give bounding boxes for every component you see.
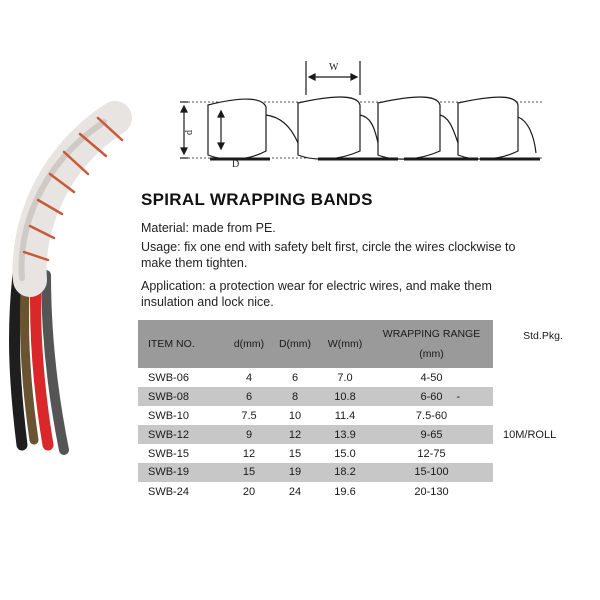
cell-inner-diameter: 6 bbox=[228, 387, 270, 406]
cell-inner-diameter: 7.5 bbox=[241, 409, 257, 422]
cell-wrapping-range: 12-75 bbox=[417, 447, 446, 460]
spec-table: ITEM NO. d(mm) D(mm) W(mm) WRAPPING RANG… bbox=[138, 320, 593, 501]
inner-diameter-label: d bbox=[184, 130, 195, 135]
cell-item: SWB-24 bbox=[148, 485, 189, 498]
header-wrapping-range: WRAPPING RANGE (mm) bbox=[370, 320, 493, 368]
page-title: SPIRAL WRAPPING BANDS bbox=[141, 190, 373, 209]
cell-item: SWB-08 bbox=[138, 387, 228, 406]
cell-width: 19.6 bbox=[334, 485, 356, 498]
table-header-row: ITEM NO. d(mm) D(mm) W(mm) WRAPPING RANG… bbox=[138, 320, 593, 368]
table-row: SWB-12 9 12 13.9 9-65 bbox=[138, 425, 593, 444]
wrapping-range-value: 6-60 bbox=[420, 390, 443, 403]
application-description: Application: a protection wear for elect… bbox=[141, 278, 571, 310]
cell-width: 13.9 bbox=[320, 425, 370, 444]
cell-item: SWB-10 bbox=[148, 409, 189, 422]
cell-inner-diameter: 4 bbox=[245, 371, 253, 384]
width-label: W bbox=[329, 62, 339, 73]
table-row: SWB-06 4 6 7.0 4-50 10M/ROLL bbox=[138, 368, 593, 501]
header-std-pkg: Std.Pkg. bbox=[493, 320, 593, 368]
material-description: Material: made from PE. bbox=[141, 220, 571, 236]
cell-std-pkg: 10M/ROLL bbox=[493, 368, 593, 501]
usage-description: Usage: fix one end with safety belt firs… bbox=[141, 239, 571, 271]
band-turn-4 bbox=[457, 96, 519, 160]
header-inner-diameter: d(mm) bbox=[228, 320, 270, 368]
cell-width: 11.4 bbox=[334, 409, 356, 422]
cell-width: 15.0 bbox=[334, 447, 356, 460]
spiral-wrap-turns bbox=[22, 116, 124, 262]
cell-wrapping-range: 7.5-60 bbox=[415, 409, 448, 422]
cell-wrapping-range: 9-65 bbox=[370, 425, 493, 444]
cell-width: 18.2 bbox=[320, 463, 370, 483]
header-width: W(mm) bbox=[320, 320, 370, 368]
cell-width: 10.8 bbox=[320, 387, 370, 406]
cell-inner-diameter: 9 bbox=[228, 425, 270, 444]
header-wrapping-range-unit: (mm) bbox=[419, 348, 444, 360]
cell-outer-diameter: 10 bbox=[288, 409, 302, 422]
wire-bundle-ends bbox=[9, 269, 69, 455]
product-photo bbox=[9, 101, 132, 455]
spiral-wrap-body bbox=[12, 101, 132, 297]
grey-wire bbox=[41, 270, 69, 455]
table-row: SWB-15 12 15 15.0 12-75 bbox=[138, 444, 593, 463]
table-row: SWB-19 15 19 18.2 15-100 bbox=[138, 463, 593, 483]
material-text: Material: made from PE. bbox=[141, 221, 276, 235]
cell-item: SWB-19 bbox=[138, 463, 228, 483]
cell-inner-diameter: 20 bbox=[242, 485, 256, 498]
header-wrapping-range-title: WRAPPING RANGE bbox=[382, 328, 481, 340]
band-turn-2 bbox=[297, 96, 361, 160]
cell-item: SWB-15 bbox=[148, 447, 189, 460]
cell-wrapping-range: 4-50 bbox=[420, 371, 443, 384]
band-turn-1 bbox=[207, 98, 267, 160]
application-text-line-2: insulation and lock nice. bbox=[141, 295, 274, 309]
cell-inner-diameter: 15 bbox=[228, 463, 270, 483]
usage-text-line-1: Usage: fix one end with safety belt firs… bbox=[141, 240, 516, 254]
header-item-no: ITEM NO. bbox=[138, 320, 228, 368]
cell-item: SWB-06 bbox=[148, 371, 189, 384]
cell-outer-diameter: 24 bbox=[288, 485, 302, 498]
table-row: SWB-08 6 8 10.8 6-60- bbox=[138, 387, 593, 406]
cell-item: SWB-12 bbox=[138, 425, 228, 444]
black-wire bbox=[9, 269, 28, 451]
cell-inner-diameter: 12 bbox=[242, 447, 256, 460]
cell-outer-diameter: 6 bbox=[291, 371, 299, 384]
cell-width: 7.0 bbox=[337, 371, 353, 384]
table-row: SWB-24 20 24 19.6 20-130 bbox=[138, 482, 593, 501]
cell-outer-diameter: 12 bbox=[270, 425, 320, 444]
cell-wrapping-range: 15-100 bbox=[370, 463, 493, 483]
cell-wrapping-range: 6-60- bbox=[370, 387, 493, 406]
table-row: SWB-10 7.5 10 11.4 7.5-60 bbox=[138, 406, 593, 425]
cell-wrapping-range: 20-130 bbox=[414, 485, 449, 498]
cell-outer-diameter: 19 bbox=[270, 463, 320, 483]
band-turn-3 bbox=[377, 96, 441, 160]
header-outer-diameter: D(mm) bbox=[270, 320, 320, 368]
usage-text-line-2: make them tighten. bbox=[141, 256, 248, 270]
cell-outer-diameter: 15 bbox=[288, 447, 302, 460]
outer-diameter-label: D bbox=[232, 159, 239, 170]
dimension-diagram: W D d bbox=[180, 61, 543, 170]
cell-outer-diameter: 8 bbox=[270, 387, 320, 406]
application-text-line-1: Application: a protection wear for elect… bbox=[141, 279, 492, 293]
